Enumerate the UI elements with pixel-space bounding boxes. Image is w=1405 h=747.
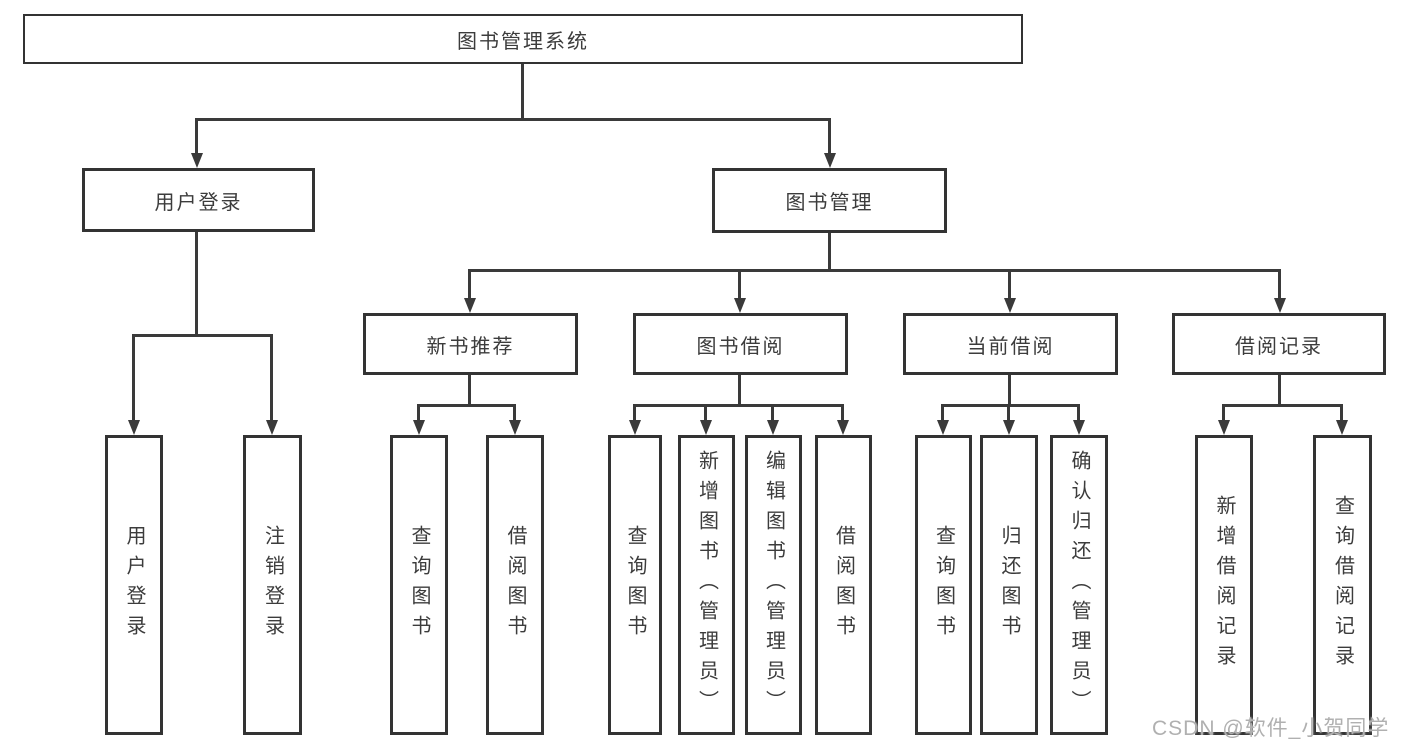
connector-to-current-return — [1007, 404, 1010, 423]
connector-root-bar — [195, 118, 831, 121]
node-new-book-recommend: 新书推荐 — [363, 313, 578, 375]
connector-to-borrowing-edit — [771, 404, 774, 423]
connector-records-stem — [1278, 375, 1281, 407]
connector-to-records-query — [1340, 404, 1343, 423]
connector-current-stem — [1008, 375, 1011, 407]
leaf-logout: 注销登录 — [243, 435, 302, 735]
leaf-records-add-record: 新增借阅记录 — [1195, 435, 1253, 735]
arrow-down-user-login — [191, 153, 203, 168]
connector-to-borrowing-records — [1278, 269, 1281, 301]
arrow-down-borrowing-borrow — [837, 420, 849, 435]
arrow-down-borrowing-query — [629, 420, 641, 435]
node-book-management: 图书管理 — [712, 168, 947, 233]
connector-to-borrowing-query — [633, 404, 636, 423]
connector-to-leaf-logout — [270, 334, 273, 423]
connector-to-current-borrowing — [1008, 269, 1011, 301]
connector-book-management-bar — [468, 269, 1281, 272]
leaf-recommend-query-books: 查询图书 — [390, 435, 448, 735]
arrow-down-recommend-query — [413, 420, 425, 435]
leaf-recommend-borrow-books: 借阅图书 — [486, 435, 544, 735]
leaf-borrowing-borrow-books: 借阅图书 — [815, 435, 872, 735]
leaf-current-return-books: 归还图书 — [980, 435, 1038, 735]
connector-to-current-query — [941, 404, 944, 423]
arrow-down-records-query — [1336, 420, 1348, 435]
arrow-down-leaf-user-login — [128, 420, 140, 435]
connector-borrowing-bar — [633, 404, 844, 407]
arrow-down-recommend-borrow — [509, 420, 521, 435]
arrow-down-new-book-recommend — [464, 298, 476, 313]
connector-to-leaf-user-login — [132, 334, 135, 423]
arrow-down-current-borrowing — [1004, 298, 1016, 313]
connector-recommend-bar — [417, 404, 516, 407]
connector-user-login-stem — [195, 232, 198, 335]
connector-to-book-borrowing — [738, 269, 741, 301]
connector-to-records-add — [1222, 404, 1225, 423]
connector-records-bar — [1222, 404, 1343, 407]
connector-borrowing-stem — [738, 375, 741, 407]
node-library-management-system: 图书管理系统 — [23, 14, 1023, 64]
leaf-borrowing-add-books-admin: 新增图书（管理员） — [678, 435, 735, 735]
arrow-down-records-add — [1218, 420, 1230, 435]
connector-to-recommend-query — [417, 404, 420, 423]
leaf-current-query-books: 查询图书 — [915, 435, 972, 735]
node-user-login: 用户登录 — [82, 168, 315, 232]
connector-to-user-login — [195, 118, 198, 156]
arrow-down-leaf-logout — [266, 420, 278, 435]
arrow-down-current-confirm — [1073, 420, 1085, 435]
connector-current-bar — [941, 404, 1080, 407]
arrow-down-current-query — [937, 420, 949, 435]
node-current-borrowing: 当前借阅 — [903, 313, 1118, 375]
arrow-down-borrowing-edit — [767, 420, 779, 435]
connector-root-stem — [521, 64, 524, 120]
arrow-down-current-return — [1003, 420, 1015, 435]
leaf-user-login: 用户登录 — [105, 435, 163, 735]
connector-to-borrowing-add — [704, 404, 707, 423]
node-book-borrowing: 图书借阅 — [633, 313, 848, 375]
node-borrowing-records: 借阅记录 — [1172, 313, 1386, 375]
connector-book-management-stem — [828, 233, 831, 271]
connector-user-login-bar — [132, 334, 273, 337]
leaf-current-confirm-return-admin: 确认归还（管理员） — [1050, 435, 1108, 735]
connector-to-book-management — [828, 118, 831, 156]
arrow-down-book-management — [824, 153, 836, 168]
arrow-down-borrowing-records — [1274, 298, 1286, 313]
connector-to-recommend-borrow — [513, 404, 516, 423]
connector-recommend-stem — [468, 375, 471, 407]
leaf-borrowing-edit-books-admin: 编辑图书（管理员） — [745, 435, 802, 735]
connector-to-borrowing-borrow — [841, 404, 844, 423]
arrow-down-book-borrowing — [734, 298, 746, 313]
csdn-watermark: CSDN @软件_小贺同学 — [1152, 717, 1390, 740]
arrow-down-borrowing-add — [700, 420, 712, 435]
connector-to-current-confirm — [1077, 404, 1080, 423]
leaf-records-query-record: 查询借阅记录 — [1313, 435, 1372, 735]
leaf-borrowing-query-books: 查询图书 — [608, 435, 662, 735]
connector-to-new-book-recommend — [468, 269, 471, 301]
